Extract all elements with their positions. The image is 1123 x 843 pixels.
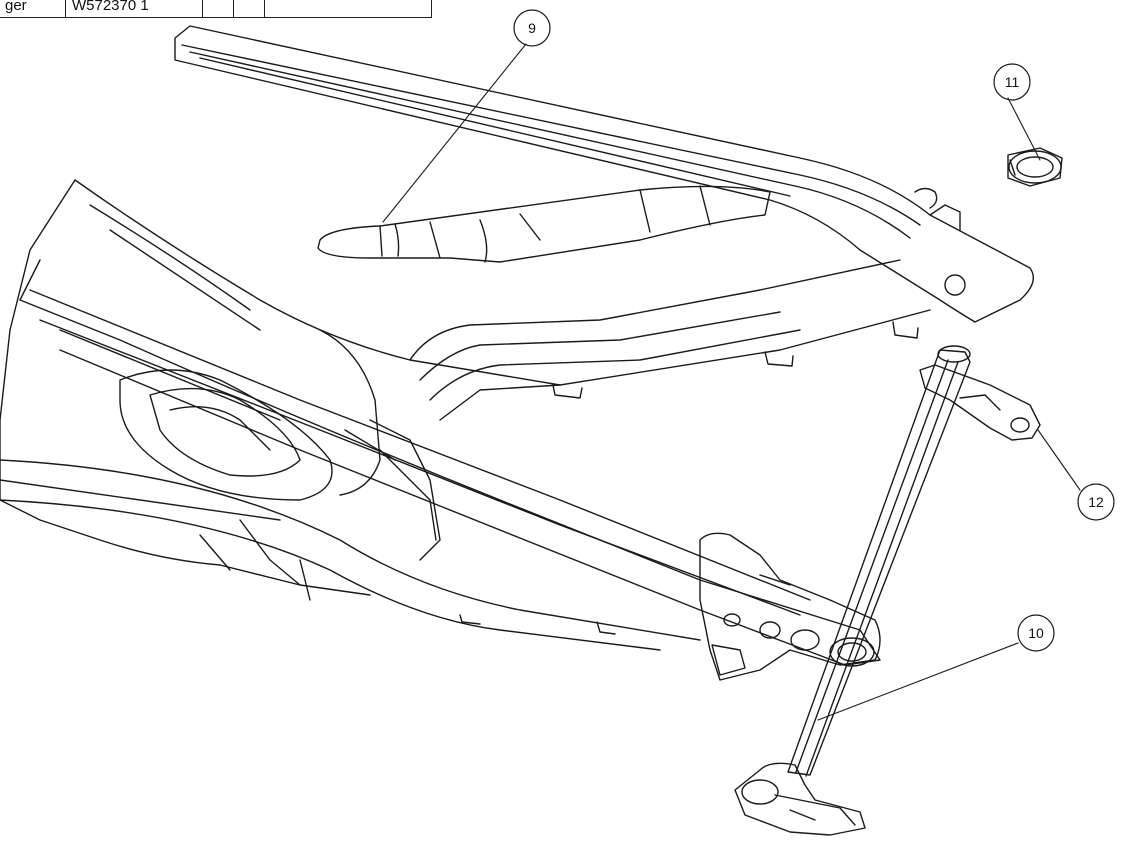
balloon-9 <box>513 9 551 47</box>
leader-12 <box>1037 429 1081 491</box>
lower-arm <box>0 259 881 666</box>
leader-lines <box>382 43 1081 721</box>
part-9-blade <box>317 185 771 263</box>
upper-rail <box>174 25 1034 323</box>
leader-9 <box>382 43 527 223</box>
lower-clevis <box>699 532 881 681</box>
bom-part-number-cell: W572370 1 <box>65 0 203 18</box>
frame-tabs <box>459 321 919 635</box>
balloon-11 <box>993 63 1031 101</box>
callout-11-label: 11 <box>1005 74 1020 90</box>
part-10-axle <box>734 345 971 836</box>
part-11-nut <box>1007 147 1063 187</box>
bom-table: ger W572370 1 <box>0 0 432 18</box>
leader-10 <box>817 642 1019 721</box>
callout-12-label: 12 <box>1088 494 1104 510</box>
frame-body <box>0 179 931 601</box>
part-12-hanger <box>919 364 1041 441</box>
balloon-10 <box>1017 614 1055 652</box>
callout-balloons <box>513 9 1115 652</box>
leader-11 <box>1007 97 1041 161</box>
bom-name-cell: ger <box>0 0 66 18</box>
balloon-12 <box>1077 483 1115 521</box>
callout-10-label: 10 <box>1028 625 1044 641</box>
bom-row: ger W572370 1 <box>0 0 432 18</box>
bom-description-cell <box>264 0 432 18</box>
callout-9-label: 9 <box>528 20 536 36</box>
